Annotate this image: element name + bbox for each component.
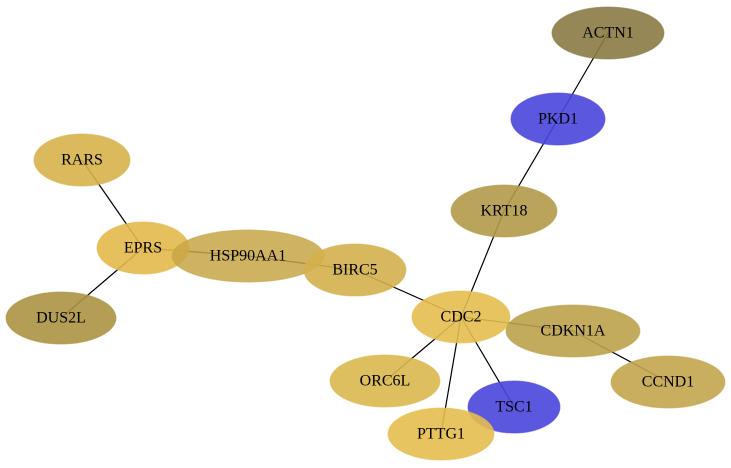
node-label-cdc2: CDC2 bbox=[441, 309, 482, 326]
node-dus2l[interactable]: DUS2L bbox=[5, 291, 117, 345]
node-label-birc5: BIRC5 bbox=[332, 262, 377, 279]
node-shape-pttg1[interactable] bbox=[387, 407, 495, 461]
node-ccnd1[interactable]: CCND1 bbox=[610, 355, 726, 409]
node-shape-cdc2[interactable] bbox=[411, 290, 511, 344]
node-shape-orc6l[interactable] bbox=[329, 354, 441, 408]
node-shape-actn1[interactable] bbox=[551, 6, 665, 60]
node-label-actn1: ACTN1 bbox=[582, 25, 634, 42]
node-krt18[interactable]: KRT18 bbox=[450, 184, 558, 238]
node-shape-dus2l[interactable] bbox=[5, 291, 117, 345]
node-eprs[interactable]: EPRS bbox=[96, 221, 190, 275]
node-cdkn1a[interactable]: CDKN1A bbox=[505, 304, 641, 358]
node-shape-krt18[interactable] bbox=[450, 184, 558, 238]
node-hsp90aa1[interactable]: HSP90AA1 bbox=[171, 229, 325, 283]
node-label-ccnd1: CCND1 bbox=[642, 374, 694, 391]
node-label-orc6l: ORC6L bbox=[360, 373, 411, 390]
node-tsc1[interactable]: TSC1 bbox=[467, 380, 561, 434]
node-label-eprs: EPRS bbox=[124, 240, 162, 257]
node-pkd1[interactable]: PKD1 bbox=[510, 92, 606, 146]
node-label-rars: RARS bbox=[61, 152, 103, 169]
node-shape-birc5[interactable] bbox=[303, 243, 407, 297]
node-label-krt18: KRT18 bbox=[480, 203, 527, 220]
node-actn1[interactable]: ACTN1 bbox=[551, 6, 665, 60]
node-pttg1[interactable]: PTTG1 bbox=[387, 407, 495, 461]
node-rars[interactable]: RARS bbox=[33, 133, 131, 187]
node-label-pkd1: PKD1 bbox=[538, 111, 578, 128]
node-shape-ccnd1[interactable] bbox=[610, 355, 726, 409]
node-orc6l[interactable]: ORC6L bbox=[329, 354, 441, 408]
node-label-dus2l: DUS2L bbox=[36, 310, 86, 327]
node-shape-tsc1[interactable] bbox=[467, 380, 561, 434]
node-label-hsp90aa1: HSP90AA1 bbox=[210, 248, 286, 265]
node-birc5[interactable]: BIRC5 bbox=[303, 243, 407, 297]
node-shape-cdkn1a[interactable] bbox=[505, 304, 641, 358]
node-shape-rars[interactable] bbox=[33, 133, 131, 187]
node-label-pttg1: PTTG1 bbox=[417, 426, 465, 443]
node-label-cdkn1a: CDKN1A bbox=[541, 323, 606, 340]
node-label-tsc1: TSC1 bbox=[495, 399, 532, 416]
node-shape-pkd1[interactable] bbox=[510, 92, 606, 146]
node-cdc2[interactable]: CDC2 bbox=[411, 290, 511, 344]
